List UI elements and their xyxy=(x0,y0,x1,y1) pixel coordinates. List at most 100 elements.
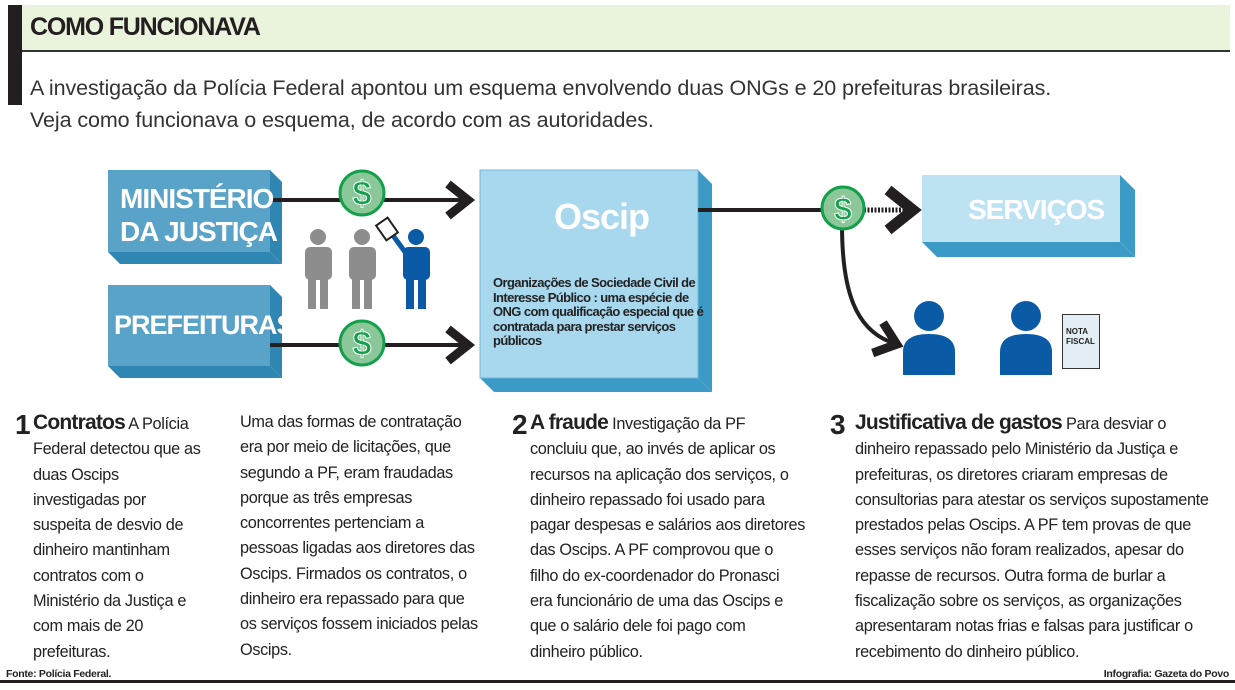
ministerio-label-line: DA JUSTIÇA xyxy=(120,216,278,247)
text-line-content: Oscips. Firmados os contratos, o xyxy=(240,564,467,583)
text-line: que o salário dele foi pago com xyxy=(530,614,805,639)
text-line-content: Ministério da Justiça e xyxy=(33,592,187,611)
text-line-content: fiscalização sobre os serviços, as organ… xyxy=(855,592,1182,611)
footer-rule xyxy=(0,680,1235,683)
text-line-content: dinheiro repassado foi usado para xyxy=(530,490,765,509)
text-line: dinheiro repassado foi usado para xyxy=(530,488,805,513)
text-line-content: dinheiro repassado pelo Ministério da Ju… xyxy=(855,440,1178,459)
text-line: Uma das formas de contratação xyxy=(240,410,478,435)
text-line-content: repasse de recursos. Outra forma de burl… xyxy=(855,566,1166,585)
text-line-content: pessoas ligadas aos diretores das xyxy=(240,539,475,558)
text-line-content: que o salário dele foi pago com xyxy=(530,617,746,636)
text-line: repasse de recursos. Outra forma de burl… xyxy=(855,564,1209,589)
text-column: 3 Justificativa de gastos Para desviar o d… xyxy=(830,410,1209,665)
text-line-content: duas Oscips xyxy=(33,465,119,484)
intro-line-1: A investigação da Polícia Federal aponto… xyxy=(30,76,1052,100)
servicos-box xyxy=(922,175,1135,257)
text-line-content: porque as três empresas xyxy=(240,488,413,507)
text-line: os serviços fossem iniciados pelas xyxy=(240,612,478,637)
nota-fiscal-document-icon: NOTA FISCAL xyxy=(1062,314,1100,369)
blue-person-with-card-icon xyxy=(374,216,430,309)
text-line: Contratos A Polícia xyxy=(33,410,201,437)
header-accent-bar xyxy=(8,5,22,105)
text-line-content: Investigação da PF xyxy=(608,415,746,433)
prefeituras-label: PREFEITURAS xyxy=(114,310,295,340)
text-line: pagar despesas e salários aos diretores xyxy=(530,513,805,538)
text-line-content: dinheiro era repassado para que xyxy=(240,590,465,609)
text-line-content: apresentaram notas frias e falsas para j… xyxy=(855,617,1193,636)
step-heading: A fraude xyxy=(530,411,609,434)
text-line-content: prefeituras. xyxy=(33,642,111,661)
text-line: duas Oscips xyxy=(33,463,201,488)
text-line: Oscips. xyxy=(240,638,478,663)
text-line: prestados pelas Oscips. A PF tem provas … xyxy=(855,513,1209,538)
money-coin-icon: $ xyxy=(338,169,386,217)
text-line: Justificativa de gastos Para desviar o xyxy=(855,410,1209,437)
text-line-content: era por meio de licitações, que xyxy=(240,438,451,457)
text-line-content: contratos com o xyxy=(33,566,144,585)
text-line-content: com mais de 20 xyxy=(33,617,144,636)
text-line: prefeituras, os diretores criaram empres… xyxy=(855,463,1209,488)
servicos-label: SERVIÇOS xyxy=(968,194,1105,225)
text-line-content: esses serviços não foram realizados, ape… xyxy=(855,541,1184,560)
ministerio-label: MINISTÉRIO DA JUSTIÇA xyxy=(120,182,278,248)
text-line: A fraude Investigação da PF xyxy=(530,410,805,437)
text-line: recebimento do dinheiro público. xyxy=(855,640,1209,665)
credit-note: Infografia: Gazeta do Povo xyxy=(1103,668,1230,680)
text-column: Uma das formas de contratação era por mei… xyxy=(240,410,478,663)
blue-person-icon xyxy=(1000,301,1052,375)
text-line-content: prefeituras, os diretores criaram empres… xyxy=(855,465,1168,484)
text-line: contratos com o xyxy=(33,564,201,589)
ministerio-box xyxy=(108,170,282,264)
text-line-content: os serviços fossem iniciados pelas xyxy=(240,615,478,634)
step-heading: Contratos xyxy=(33,411,126,434)
text-line: das Oscips. A PF comprovou que o xyxy=(530,538,805,563)
text-line-content: concorrentes pertenciam a xyxy=(240,514,425,533)
step-heading: Justificativa de gastos xyxy=(855,411,1063,434)
svg-text:$: $ xyxy=(834,191,852,227)
text-line: Ministério da Justiça e xyxy=(33,589,201,614)
text-line: Oscips. Firmados os contratos, o xyxy=(240,562,478,587)
text-line-content: das Oscips. A PF comprovou que o xyxy=(530,541,774,560)
text-line: dinheiro era repassado para que xyxy=(240,587,478,612)
grey-person-icon xyxy=(349,229,376,309)
text-line-content: Para desviar o xyxy=(1061,415,1167,433)
text-line: consultorias para atestar os serviços su… xyxy=(855,488,1209,513)
text-line: prefeituras. xyxy=(33,640,201,665)
nota-label: FISCAL xyxy=(1066,337,1095,346)
text-line-content: dinheiro público. xyxy=(530,642,643,661)
text-line: concluiu que, ao invés de aplicar os xyxy=(530,437,805,462)
text-line-content: Uma das formas de contratação xyxy=(240,413,462,431)
text-line-content: era funcionário de uma das Oscips e xyxy=(530,592,783,611)
money-coin-icon: $ xyxy=(820,185,866,231)
text-line-content: concluiu que, ao invés de aplicar os xyxy=(530,440,776,459)
text-line: dinheiro público. xyxy=(530,640,805,665)
flow-diagram: $ $ $ xyxy=(108,169,1135,392)
text-line-content: suspeita de desvio de xyxy=(33,516,184,535)
text-line: apresentaram notas frias e falsas para j… xyxy=(855,614,1209,639)
text-line: dinheiro mantinham xyxy=(33,538,201,563)
ministerio-label-line: MINISTÉRIO xyxy=(120,183,274,214)
text-line: segundo a PF, eram fraudadas xyxy=(240,461,478,486)
text-line-content: filho do ex-coordenador do Pronasci xyxy=(530,566,780,585)
prefeituras-box xyxy=(108,285,282,378)
blue-person-icon xyxy=(903,301,955,375)
text-line: era funcionário de uma das Oscips e xyxy=(530,589,805,614)
curved-arrow-to-people xyxy=(840,224,904,358)
text-line-content: Federal detectou que as xyxy=(33,440,201,459)
text-line: fiscalização sobre os serviços, as organ… xyxy=(855,589,1209,614)
step-number: 1 xyxy=(15,409,31,440)
step-number: 2 xyxy=(512,409,528,440)
svg-text:$: $ xyxy=(353,175,372,213)
grey-person-icon xyxy=(305,229,332,309)
source-note: Fonte: Polícia Federal. xyxy=(6,668,112,680)
text-line-content: investigadas por xyxy=(33,490,146,509)
text-line: com mais de 20 xyxy=(33,614,201,639)
money-coin-icon: $ xyxy=(338,319,386,367)
text-line-content: dinheiro mantinham xyxy=(33,541,170,560)
text-line-content: recursos na aplicação dos serviços, o xyxy=(530,465,789,484)
text-line-content: recebimento do dinheiro público. xyxy=(855,642,1080,661)
header-band xyxy=(22,5,1230,52)
step-number: 3 xyxy=(830,409,846,440)
